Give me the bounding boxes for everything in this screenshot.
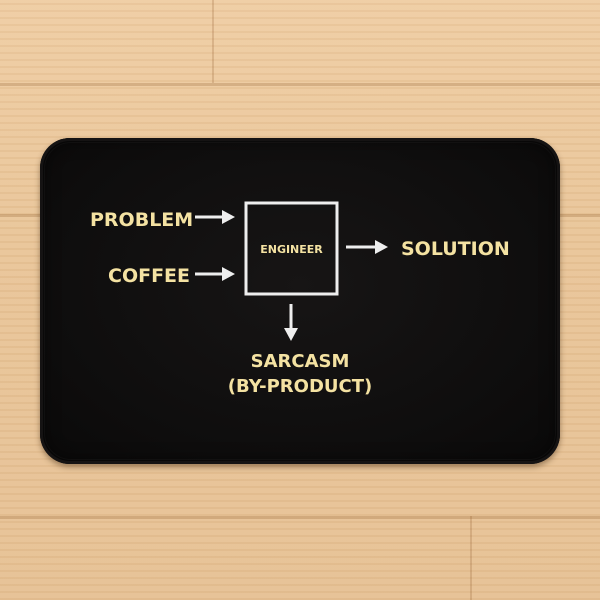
floor-plank-joint	[470, 516, 472, 600]
input-label-coffee: COFFEE	[108, 265, 190, 287]
byproduct-label-sarcasm: SARCASM	[251, 351, 350, 372]
floor-plank-seam	[0, 516, 600, 519]
arrow-right-icon	[195, 210, 235, 224]
floor-plank-joint	[212, 0, 214, 83]
output-label-solution: SOLUTION	[401, 238, 510, 260]
arrow-right-icon	[346, 240, 388, 254]
input-label-problem: PROBLEM	[90, 209, 193, 231]
byproduct-label-note: (BY-PRODUCT)	[228, 376, 372, 397]
process-box	[244, 201, 339, 296]
arrow-down-icon	[284, 304, 298, 341]
floor-plank-seam	[0, 83, 600, 86]
bath-mat	[40, 138, 560, 464]
arrow-right-icon	[195, 267, 235, 281]
process-label-engineer: ENGINEER	[260, 243, 323, 256]
